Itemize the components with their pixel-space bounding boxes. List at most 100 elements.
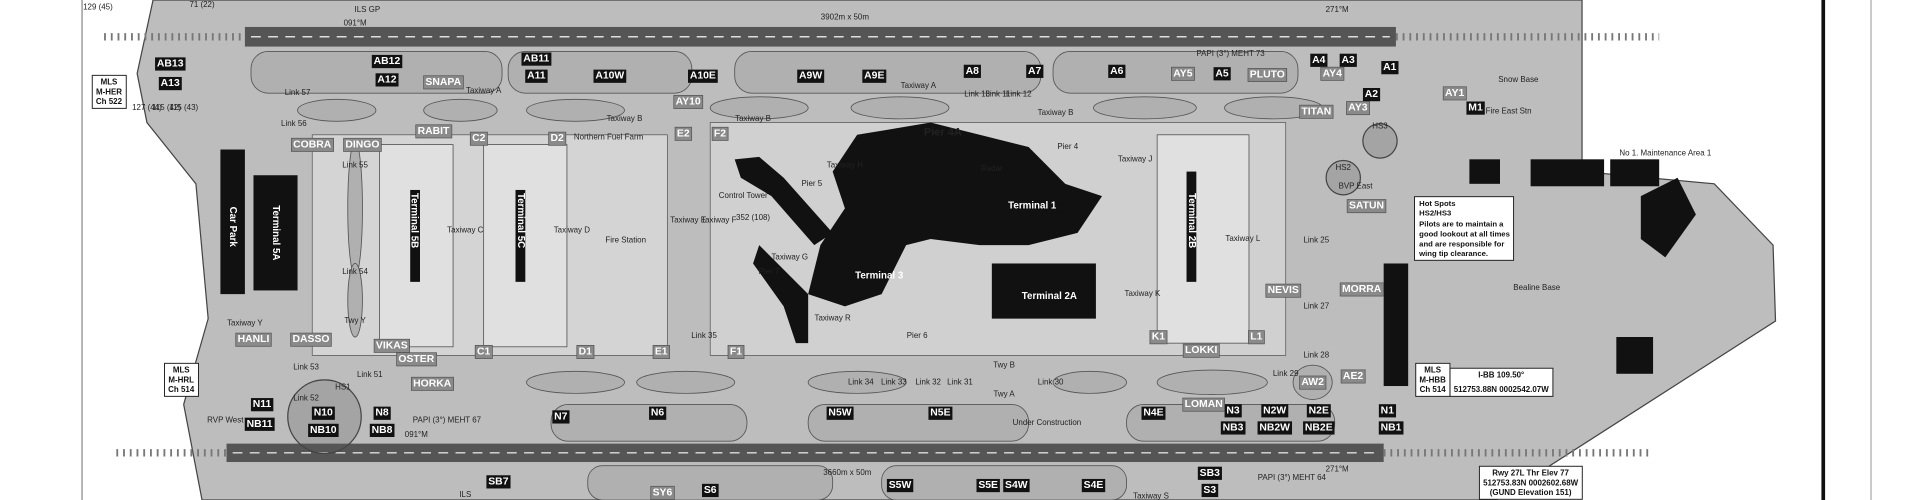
stand-label: N11 bbox=[250, 398, 274, 412]
heading-271-north: 271°M bbox=[1326, 5, 1349, 14]
stand-label-text: A4 bbox=[1312, 55, 1326, 66]
map-label: Twy Y bbox=[344, 316, 366, 325]
heading-091-south: 091°M bbox=[405, 430, 428, 439]
holding-point-label: AW2 bbox=[1299, 375, 1327, 390]
label-background bbox=[1378, 404, 1397, 418]
map-label-text: Taxiway A bbox=[466, 86, 502, 95]
ils-gp-label: ILS GP bbox=[355, 5, 381, 14]
terminal-label-text: Terminal 5B bbox=[408, 193, 419, 248]
holding-point-label-text: MORRA bbox=[1342, 284, 1382, 295]
terminal-label: Terminal 2B bbox=[1186, 193, 1197, 248]
stand-label: S4E bbox=[1081, 478, 1106, 493]
map-label: Link 56 bbox=[281, 119, 307, 128]
label-background bbox=[886, 478, 914, 493]
stand-label: A10E bbox=[688, 69, 718, 83]
terminal-label-text: Terminal 1 bbox=[1008, 200, 1057, 211]
svg-text:512753.88N 0002542.07W: 512753.88N 0002542.07W bbox=[1454, 385, 1550, 394]
stand-label-text: A11 bbox=[527, 71, 546, 82]
svg-text:(GUND Elevation 151): (GUND Elevation 151) bbox=[1490, 488, 1572, 497]
stand-label: A9E bbox=[862, 69, 887, 83]
buildings bbox=[220, 122, 1696, 387]
label-background bbox=[548, 131, 567, 146]
stand-label-text: N4E bbox=[1143, 408, 1163, 419]
label-background bbox=[1247, 68, 1288, 82]
map-label-text: Pier 4A bbox=[924, 126, 962, 138]
stand-label-text: A8 bbox=[966, 66, 980, 77]
map-label: Taxiway H bbox=[827, 161, 863, 170]
terminal-label: Terminal 1 bbox=[1008, 200, 1057, 211]
map-label: Link 32 bbox=[915, 377, 941, 386]
holding-point-label: TITAN bbox=[1299, 104, 1334, 119]
map-label-text: Link 32 bbox=[915, 377, 941, 386]
stand-label: NB2W bbox=[1257, 421, 1293, 435]
map-label: Control Tower bbox=[719, 191, 768, 200]
stand-label-text: SB3 bbox=[1200, 468, 1220, 479]
label-background bbox=[1449, 367, 1554, 397]
svg-text:M-HRL: M-HRL bbox=[168, 375, 194, 384]
label-background bbox=[552, 410, 570, 424]
terminal-label-text: Terminal 5C bbox=[515, 193, 526, 248]
holding-point-label: SY6 bbox=[650, 485, 675, 500]
stand-label-text: NB2E bbox=[1305, 422, 1333, 433]
stand-label: A3 bbox=[1339, 53, 1357, 67]
holding-point-label: E2 bbox=[674, 126, 693, 141]
papi-south-east: PAPI (3°) MEHT 64 bbox=[1258, 473, 1327, 482]
holding-point-label-text: D1 bbox=[579, 346, 593, 357]
stand-label: S6 bbox=[702, 483, 719, 498]
holding-point-label: RABIT bbox=[415, 124, 453, 139]
svg-text:M-HBB: M-HBB bbox=[1419, 375, 1446, 384]
label-background bbox=[373, 338, 410, 353]
map-label-text: HS3 bbox=[1372, 121, 1388, 130]
holding-point-label: AE2 bbox=[1340, 369, 1366, 384]
map-label: Pier 5 bbox=[801, 179, 822, 188]
map-label-text: Link 35 bbox=[691, 331, 717, 340]
map-label: Link 28 bbox=[1304, 350, 1330, 359]
label-background bbox=[673, 94, 704, 109]
stand-label: N5E bbox=[928, 406, 953, 420]
label-background bbox=[371, 54, 403, 69]
elevation-label: 71 (22) bbox=[189, 0, 215, 9]
stand-label-text: S5W bbox=[889, 480, 912, 491]
stand-label-text: S4E bbox=[1084, 480, 1104, 491]
map-label: Fire Station bbox=[605, 235, 646, 244]
map-label-text: Bealine Base bbox=[1513, 283, 1560, 292]
map-label-text: Taxiway D bbox=[554, 225, 590, 234]
holding-point-label: AY5 bbox=[1171, 66, 1195, 81]
elevation-label-text: 129 (45) bbox=[83, 2, 113, 11]
svg-text:Pilots are to maintain a: Pilots are to maintain a bbox=[1419, 220, 1504, 229]
map-label-text: Link 52 bbox=[293, 393, 319, 402]
map-label-text: Fire Station bbox=[605, 235, 646, 244]
heading-091-north: 091°M bbox=[344, 18, 367, 27]
map-label-text: Taxiway S bbox=[1133, 491, 1169, 500]
map-label-text: Taxiway B bbox=[1038, 108, 1074, 117]
label-background bbox=[1362, 88, 1381, 102]
map-label: Taxiway F bbox=[701, 216, 736, 225]
map-label: HS1 bbox=[335, 382, 351, 391]
map-label: Taxiway C bbox=[447, 225, 483, 234]
holding-point-label-text: PLUTO bbox=[1250, 70, 1285, 81]
label-background bbox=[1257, 421, 1293, 435]
holding-point-label-text: AY10 bbox=[676, 96, 701, 107]
label-background bbox=[826, 406, 854, 420]
holding-point-label: PLUTO bbox=[1247, 68, 1288, 82]
holding-point-label: HANLI bbox=[235, 332, 272, 347]
label-background bbox=[797, 69, 825, 83]
map-label: Taxiway J bbox=[1118, 154, 1152, 163]
stand-label-text: A10W bbox=[595, 71, 624, 82]
map-label: Link 29 bbox=[1273, 369, 1299, 378]
terminal-label: Terminal 5A bbox=[270, 205, 281, 260]
label-background bbox=[1303, 421, 1335, 435]
stand-label: A8 bbox=[963, 64, 981, 78]
label-background bbox=[1213, 67, 1231, 81]
stand-label: N3 bbox=[1224, 404, 1242, 418]
label-background bbox=[486, 475, 511, 489]
map-label: HS3 bbox=[1372, 121, 1388, 130]
label-background bbox=[1182, 397, 1225, 412]
terminal-label: Terminal 5B bbox=[408, 193, 419, 248]
label-background bbox=[1081, 478, 1106, 493]
svg-text:Hot Spots: Hot Spots bbox=[1419, 199, 1455, 208]
holding-point-label: AY3 bbox=[1346, 101, 1371, 116]
map-label: No 1. Maintenance Area 1 bbox=[1619, 148, 1712, 157]
map-label-text: Control Tower bbox=[719, 191, 768, 200]
